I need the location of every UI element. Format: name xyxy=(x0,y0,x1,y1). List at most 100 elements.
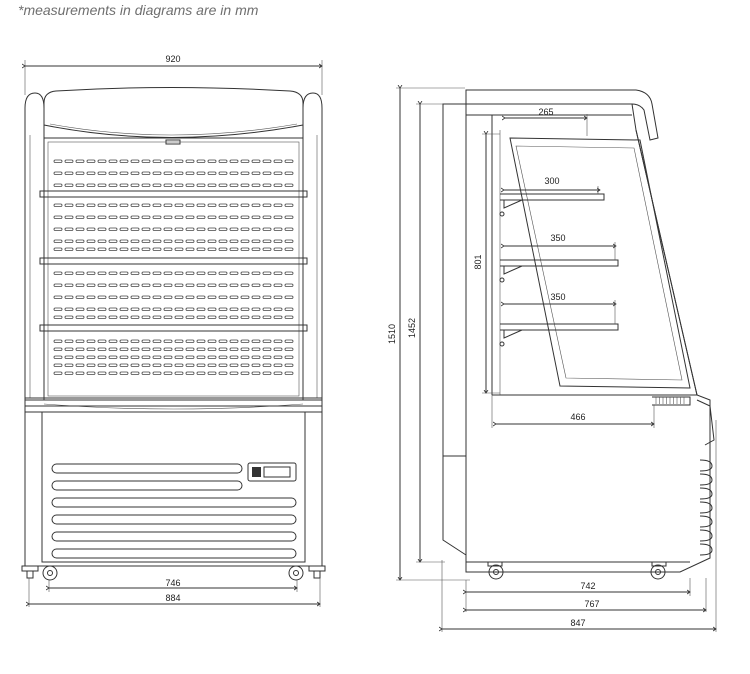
vent-slot xyxy=(229,227,239,231)
vent-slot xyxy=(152,159,162,163)
vent-slot xyxy=(218,371,228,375)
vent-slot xyxy=(240,295,250,299)
vent-slot xyxy=(240,271,250,275)
vent-slot xyxy=(218,183,228,187)
vent-slot xyxy=(119,215,129,219)
vent-slot xyxy=(119,363,129,367)
vent-slot xyxy=(75,283,85,287)
vent-slot xyxy=(251,371,261,375)
vent-slot xyxy=(130,307,140,311)
vent-slot xyxy=(273,227,283,231)
vent-slot xyxy=(119,347,129,351)
dim-label-746: 746 xyxy=(165,578,180,588)
vent-slot xyxy=(273,371,283,375)
vent-slot xyxy=(152,307,162,311)
dim-label-350-a: 350 xyxy=(550,233,565,243)
vent-slot xyxy=(64,227,74,231)
vent-slot xyxy=(251,239,261,243)
vent-slot xyxy=(130,371,140,375)
vent-slot xyxy=(185,363,195,367)
vent-slot xyxy=(108,227,118,231)
vent-slot xyxy=(251,307,261,311)
vent-slot xyxy=(207,371,217,375)
vent-slot xyxy=(174,159,184,163)
vent-slot xyxy=(141,203,151,207)
vent-slot xyxy=(108,283,118,287)
vent-slot xyxy=(251,363,261,367)
vent-slot xyxy=(174,315,184,319)
vent-slot xyxy=(141,371,151,375)
vent-slot xyxy=(251,203,261,207)
vent-slot xyxy=(119,239,129,243)
vent-slot xyxy=(196,355,206,359)
vent-slot xyxy=(152,363,162,367)
vent-slot xyxy=(174,371,184,375)
vent-slot xyxy=(218,215,228,219)
vent-slot xyxy=(284,283,294,287)
grille-bar xyxy=(51,463,243,474)
vent-slot xyxy=(53,315,63,319)
vent-slot xyxy=(152,347,162,351)
vent-slot xyxy=(251,183,261,187)
vent-slot xyxy=(262,183,272,187)
vent-slot xyxy=(196,215,206,219)
side-cabinet-outline xyxy=(465,89,711,573)
vent-slot xyxy=(130,171,140,175)
grille-bar xyxy=(51,480,243,491)
vent-slot xyxy=(108,183,118,187)
vent-slot xyxy=(262,271,272,275)
vent-slot xyxy=(53,171,63,175)
vent-slot xyxy=(64,295,74,299)
vent-slot xyxy=(207,307,217,311)
vent-slot xyxy=(97,295,107,299)
vent-slot xyxy=(229,171,239,175)
vent-slot xyxy=(64,271,74,275)
vent-slot xyxy=(207,203,217,207)
vent-slot xyxy=(130,315,140,319)
vent-slot xyxy=(141,355,151,359)
vent-slot xyxy=(97,203,107,207)
side-view: 1510 1452 265 801 xyxy=(387,88,716,632)
vent-slot xyxy=(108,171,118,175)
vent-slot xyxy=(53,159,63,163)
vent-slot xyxy=(64,247,74,251)
vent-slot xyxy=(53,363,63,367)
vent-slot xyxy=(229,307,239,311)
vent-slot xyxy=(86,203,96,207)
vent-slot xyxy=(251,271,261,275)
vent-slot xyxy=(119,283,129,287)
vent-slot xyxy=(207,183,217,187)
vent-slot xyxy=(284,227,294,231)
vent-slot xyxy=(130,339,140,343)
vent-slot xyxy=(152,227,162,231)
vent-slot xyxy=(185,339,195,343)
dim-front-width: 920 xyxy=(25,54,322,95)
vent-slot xyxy=(152,183,162,187)
vent-slot xyxy=(174,307,184,311)
vent-slot xyxy=(86,295,96,299)
vent-slot xyxy=(75,339,85,343)
vent-slot xyxy=(174,347,184,351)
vent-slot xyxy=(284,355,294,359)
dim-label-742: 742 xyxy=(580,581,595,591)
vent-slot xyxy=(196,171,206,175)
vent-slot xyxy=(141,307,151,311)
vent-slot xyxy=(273,283,283,287)
vent-slot xyxy=(130,247,140,251)
vent-slot xyxy=(97,271,107,275)
side-grille-fin xyxy=(699,473,713,486)
vent-slot xyxy=(218,315,228,319)
vent-slot xyxy=(262,203,272,207)
vent-slot xyxy=(119,159,129,163)
vent-slot xyxy=(64,159,74,163)
vent-slot xyxy=(130,239,140,243)
vent-slot xyxy=(185,371,195,375)
front-shelf-2 xyxy=(39,257,308,265)
vent-slot xyxy=(53,371,63,375)
vent-slot xyxy=(75,371,85,375)
vent-slot xyxy=(284,295,294,299)
vent-slot xyxy=(119,315,129,319)
vent-slot xyxy=(262,159,272,163)
vent-slot xyxy=(119,295,129,299)
vent-slot xyxy=(196,347,206,351)
